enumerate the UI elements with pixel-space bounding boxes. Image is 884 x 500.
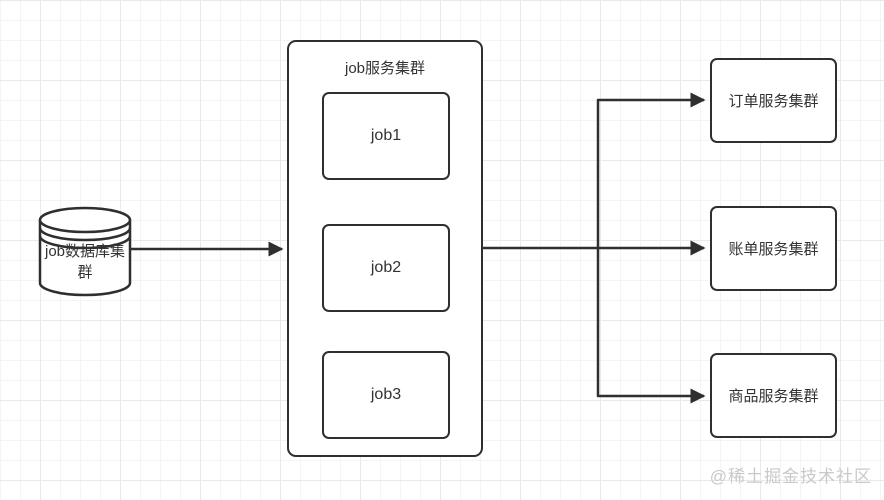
job3-label: job3 [370, 386, 402, 403]
connector-branch-to-order-service [596, 92, 706, 248]
database-cylinder-ring [38, 227, 132, 242]
product-service-label: 商品服务集群 [728, 388, 819, 405]
order-service-label: 订单服务集群 [728, 93, 819, 110]
job-cluster-title: job服务集群 [344, 60, 426, 77]
job1-node: job1 [322, 92, 450, 180]
job2-label: job2 [370, 259, 402, 276]
watermark-text: @稀土掘金技术社区 [709, 467, 872, 486]
database-node-label: job数据库集群 [44, 243, 126, 281]
database-cylinder-ring [38, 235, 132, 250]
database-cylinder-top [38, 206, 132, 234]
job1-label: job1 [370, 127, 402, 144]
order-service-node: 订单服务集群 [710, 58, 837, 143]
database-cylinder-icon [38, 206, 132, 297]
bill-service-label: 账单服务集群 [728, 241, 819, 258]
product-service-node: 商品服务集群 [710, 353, 837, 438]
job2-node: job2 [322, 224, 450, 312]
job3-node: job3 [322, 351, 450, 439]
bill-service-node: 账单服务集群 [710, 206, 837, 291]
connector-branch-to-product-service [596, 248, 706, 404]
